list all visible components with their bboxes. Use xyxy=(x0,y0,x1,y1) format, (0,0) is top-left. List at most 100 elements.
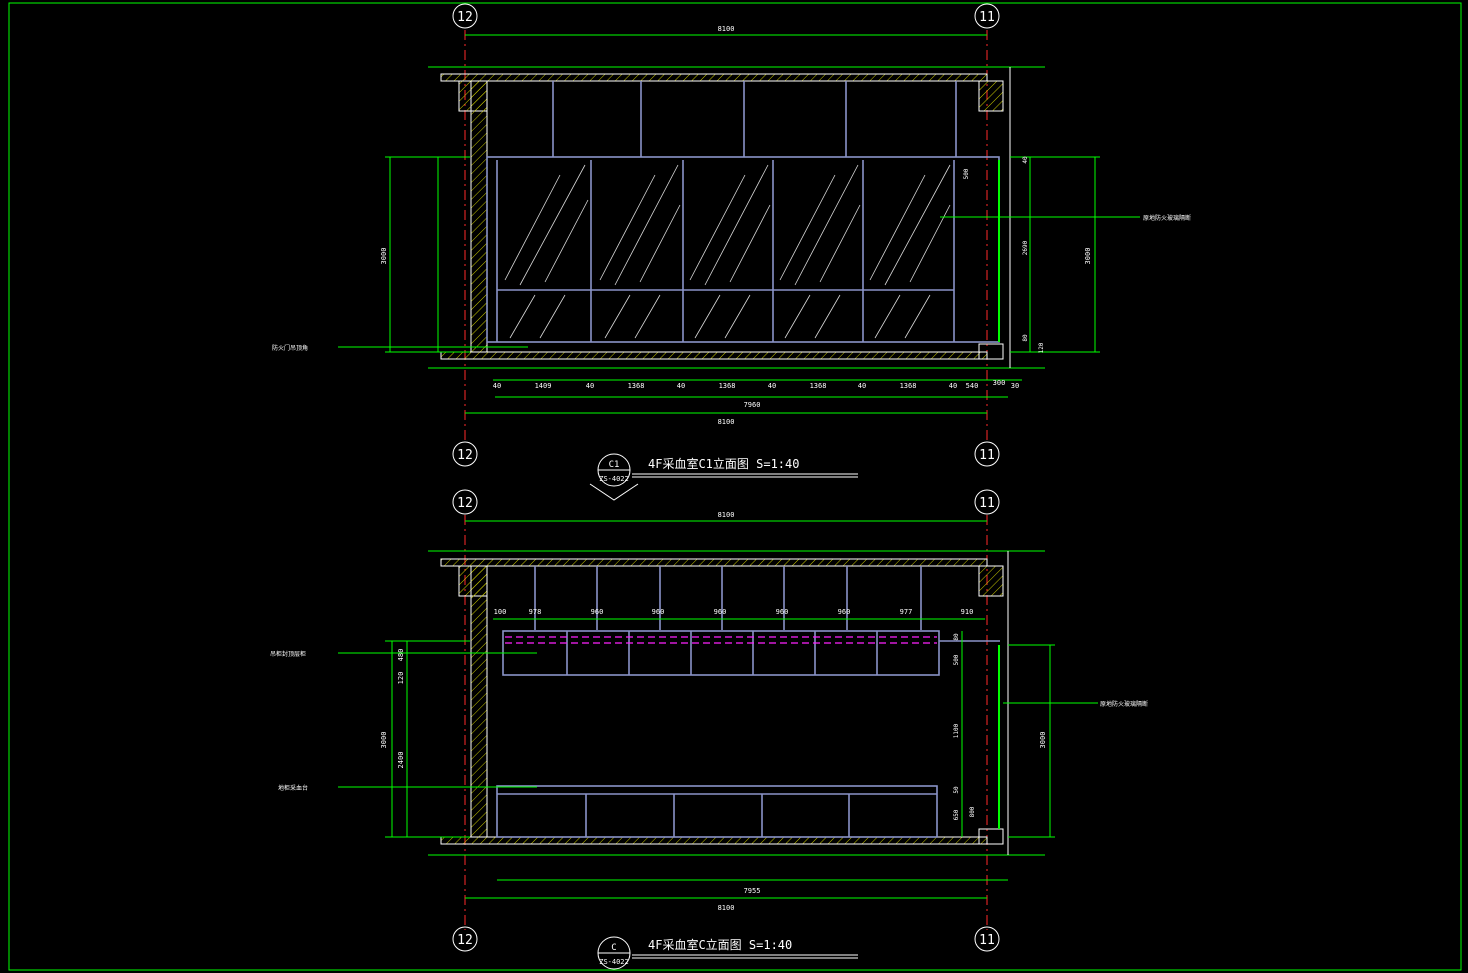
grid-bubble-12-top xyxy=(452,3,478,29)
svg-text:C: C xyxy=(611,943,616,953)
cabinet-hangers xyxy=(534,566,922,630)
note-left: 防火门吊顶角 xyxy=(272,344,308,352)
svg-text:978: 978 xyxy=(529,608,542,616)
sheet-ref: ZS-4022 xyxy=(599,475,629,483)
dim-right-height-text: 3000 xyxy=(1084,248,1092,265)
base-cabinet-doors xyxy=(497,793,937,837)
svg-text:500: 500 xyxy=(963,168,970,179)
beam-right-lower xyxy=(978,565,1004,597)
dim-top-text: 8100 xyxy=(718,25,735,33)
svg-text:ZS-4022: ZS-4022 xyxy=(599,958,629,966)
wall-left xyxy=(470,80,488,353)
svg-text:40: 40 xyxy=(949,382,957,390)
svg-text:960: 960 xyxy=(776,608,789,616)
grid-label-12-top: 12 xyxy=(457,10,473,25)
base-cabinet xyxy=(496,785,938,838)
beam-right xyxy=(978,80,1004,112)
floor-slab xyxy=(440,351,988,360)
svg-text:30: 30 xyxy=(1011,382,1019,390)
svg-text:80: 80 xyxy=(953,633,960,641)
svg-text:650: 650 xyxy=(953,809,960,820)
svg-text:480: 480 xyxy=(397,649,405,662)
floor-slab-lower xyxy=(440,836,988,845)
svg-text:977: 977 xyxy=(900,608,913,616)
svg-text:1368: 1368 xyxy=(900,382,917,390)
svg-text:960: 960 xyxy=(591,608,604,616)
svg-text:1409: 1409 xyxy=(535,382,552,390)
dim-right-chain-labels-lower: 80 500 1100 50 650 800 xyxy=(953,633,976,820)
grid-label-11-bottom: 11 xyxy=(979,448,995,463)
grid-bubble-11-bottom-lower xyxy=(974,926,1000,952)
svg-text:100: 100 xyxy=(494,608,507,616)
svg-text:12: 12 xyxy=(457,496,473,511)
elevation-title-lower: 4F采血室C立面图 S=1:40 xyxy=(648,937,792,952)
svg-text:1368: 1368 xyxy=(628,382,645,390)
svg-text:120: 120 xyxy=(1038,342,1045,353)
dim-total-lower: 8100 xyxy=(718,904,735,912)
grid-label-12-bottom: 12 xyxy=(457,448,473,463)
svg-text:960: 960 xyxy=(652,608,665,616)
glass-hatching xyxy=(504,164,951,339)
svg-text:40: 40 xyxy=(858,382,866,390)
grid-bubble-12-top-lower xyxy=(452,489,478,515)
sheet-border xyxy=(8,2,1462,971)
section-pointer xyxy=(589,483,639,501)
ceiling-hangers xyxy=(552,81,957,157)
dim-left-sub-text: 2400 xyxy=(397,752,405,769)
svg-text:50: 50 xyxy=(953,786,960,794)
glass-partition-frame xyxy=(486,156,1000,343)
section-mark: C1 xyxy=(609,460,620,470)
svg-text:11: 11 xyxy=(979,496,995,511)
ceiling-slab-lower xyxy=(440,558,988,567)
svg-text:800: 800 xyxy=(969,806,976,817)
elevation-title: 4F采血室C1立面图 S=1:40 xyxy=(648,456,799,471)
svg-text:910: 910 xyxy=(961,608,974,616)
grid-bubble-11-top-lower xyxy=(974,489,1000,515)
cabinet-chain-labels: 100 978 960 960 960 960 960 977 910 xyxy=(494,608,974,616)
dim-left-height-text-lower: 3000 xyxy=(380,732,388,749)
svg-text:500: 500 xyxy=(953,654,960,665)
grid-bubble-12-bottom xyxy=(452,441,478,467)
elevation-c1: 12 11 12 11 8100 xyxy=(272,3,1191,501)
svg-text:300: 300 xyxy=(993,379,1006,387)
svg-text:8100: 8100 xyxy=(718,511,735,519)
grid-bubble-11-bottom xyxy=(974,441,1000,467)
dim-left-height-text: 3000 xyxy=(380,248,388,265)
note-upper: 吊柜封顶层柜 xyxy=(270,650,306,658)
grid-bubble-11-top xyxy=(974,3,1000,29)
dim-right-height-text-lower: 3000 xyxy=(1039,732,1047,749)
svg-text:1100: 1100 xyxy=(953,723,960,738)
ceiling-slab xyxy=(440,73,988,82)
svg-text:12: 12 xyxy=(457,933,473,948)
dim-glass-total: 7960 xyxy=(744,401,761,409)
note-right-lower: 原地防火玻璃隔断 xyxy=(1100,700,1148,708)
svg-text:40: 40 xyxy=(768,382,776,390)
dim-counter-total: 7955 xyxy=(744,887,761,895)
svg-text:1368: 1368 xyxy=(719,382,736,390)
svg-text:960: 960 xyxy=(838,608,851,616)
grid-label-11-top: 11 xyxy=(979,10,995,25)
elevation-c: 12 11 12 11 8100 100 978 960 xyxy=(270,489,1148,970)
svg-text:960: 960 xyxy=(714,608,727,616)
svg-text:540: 540 xyxy=(966,382,979,390)
dim-bottom-chain-labels: 40 1409 40 1368 40 1368 40 1368 40 1368 … xyxy=(493,379,1019,390)
column-base-right-lower xyxy=(978,828,1004,845)
svg-text:2690: 2690 xyxy=(1022,240,1029,255)
svg-text:40: 40 xyxy=(586,382,594,390)
upper-cabinet-doors xyxy=(566,631,878,675)
column-base-right xyxy=(978,343,1004,360)
svg-text:40: 40 xyxy=(1022,156,1029,164)
wall-left-lower xyxy=(470,565,488,838)
svg-text:11: 11 xyxy=(979,933,995,948)
glass-mullions xyxy=(496,160,955,342)
dim-total: 8100 xyxy=(718,418,735,426)
svg-text:40: 40 xyxy=(493,382,501,390)
note-right: 原地防火玻璃隔断 xyxy=(1143,214,1191,222)
svg-text:1368: 1368 xyxy=(810,382,827,390)
svg-text:40: 40 xyxy=(677,382,685,390)
svg-text:80: 80 xyxy=(1022,334,1029,342)
note-lower: 地柜采血台 xyxy=(278,784,308,792)
grid-bubble-12-bottom-lower xyxy=(452,926,478,952)
svg-text:120: 120 xyxy=(397,672,405,685)
